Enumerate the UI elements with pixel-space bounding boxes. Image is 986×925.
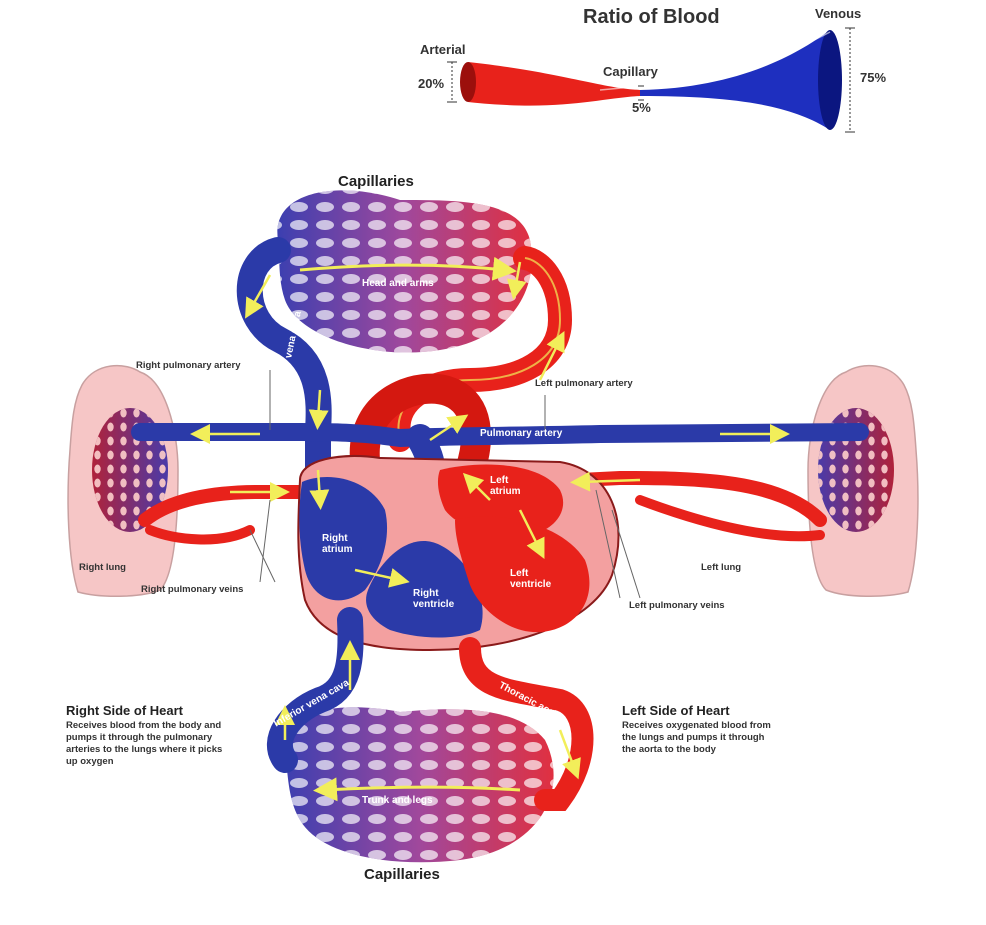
bottom-capillary-bed [285, 707, 554, 862]
left-lung-label: Left lung [701, 562, 741, 573]
top-capillary-bed [277, 190, 532, 352]
pulmonary-artery-label: Pulmonary artery [480, 428, 562, 439]
arterial-label: Arterial [420, 42, 466, 57]
right-pulmonary-artery-label: Right pulmonary artery [136, 360, 241, 371]
capillary-value: 5% [632, 100, 651, 115]
venous-value: 75% [860, 70, 886, 85]
right-pulmonary-veins-label: Right pulmonary veins [141, 584, 243, 595]
left-side-description: Receives oxygenated blood from the lungs… [622, 720, 772, 756]
right-ventricle-label: Right ventricle [413, 588, 473, 610]
ratio-title: Ratio of Blood [583, 6, 720, 29]
left-lung [808, 366, 918, 597]
arterial-value: 20% [418, 76, 444, 91]
capillaries-top-label: Capillaries [338, 173, 414, 190]
left-side-title: Left Side of Heart [622, 703, 730, 718]
capillary-label: Capillary [603, 64, 658, 79]
capillaries-bottom-label: Capillaries [364, 866, 440, 883]
left-atrium-label: Left atrium [490, 475, 540, 497]
trunk-and-legs-label: Trunk and legs [362, 795, 433, 806]
ratio-funnel [447, 28, 855, 132]
right-side-description: Receives blood from the body and pumps i… [66, 720, 226, 768]
left-ventricle-label: Left ventricle [510, 568, 570, 590]
right-lung-label: Right lung [79, 562, 126, 573]
head-and-arms-label: Head and arms [362, 278, 434, 289]
right-atrium-label: Right atrium [322, 533, 372, 555]
right-side-title: Right Side of Heart [66, 703, 183, 718]
left-pulmonary-artery-label: Left pulmonary artery [535, 378, 635, 389]
venous-label: Venous [815, 6, 861, 21]
left-pulmonary-veins-label: Left pulmonary veins [629, 600, 725, 611]
